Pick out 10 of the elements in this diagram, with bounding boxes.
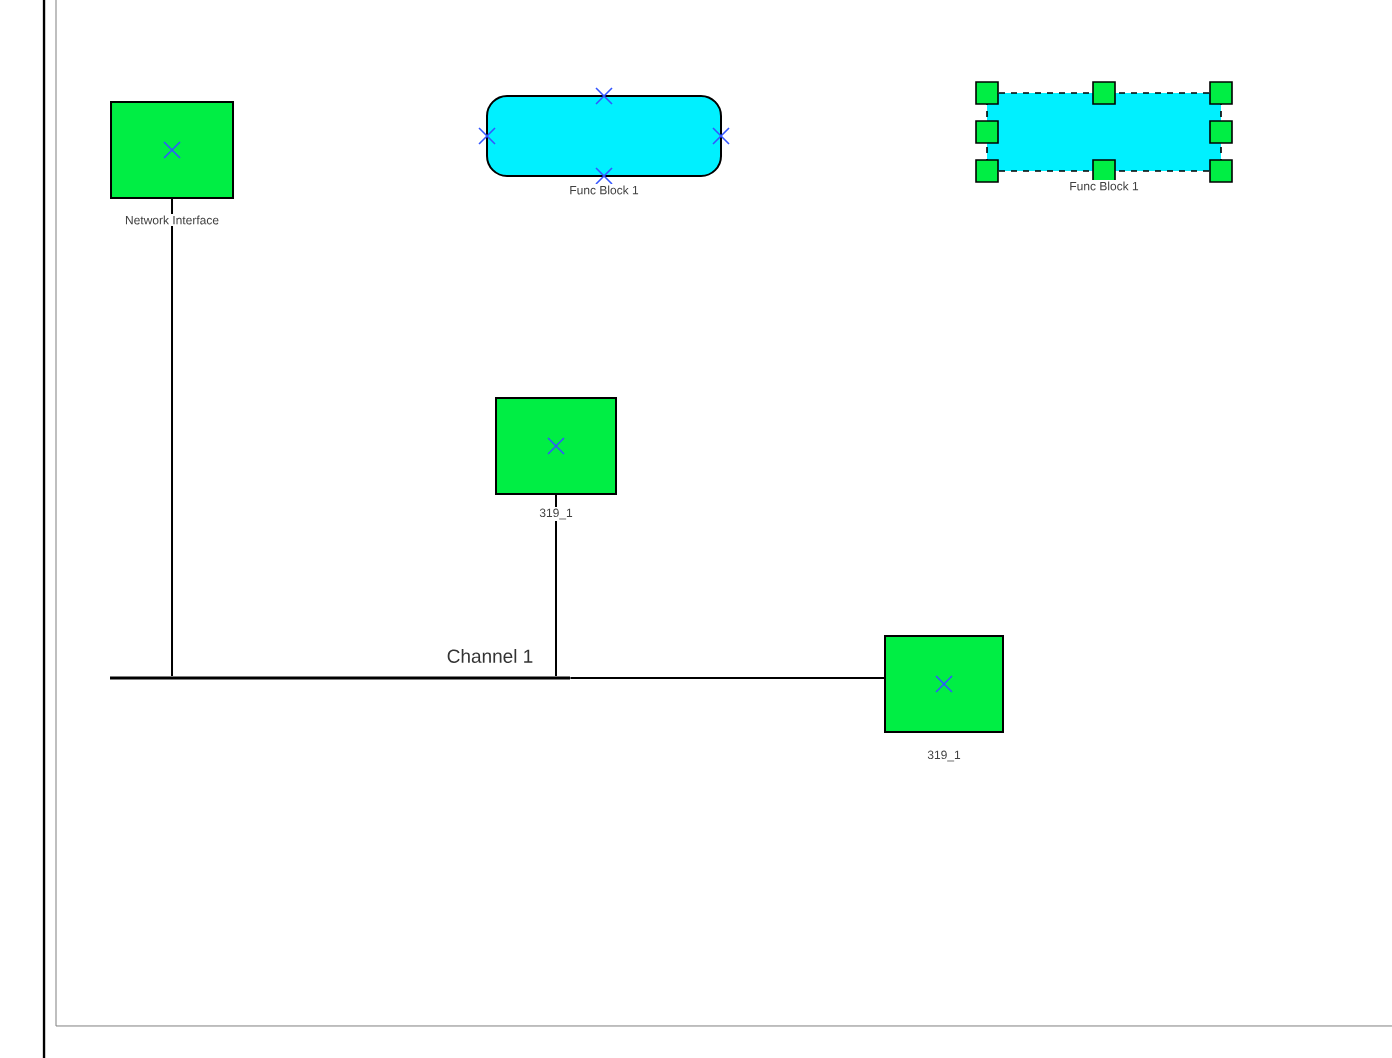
- function-block: [486, 95, 722, 177]
- connector-line: [555, 494, 557, 677]
- device-box: [884, 635, 1004, 733]
- device-box: [495, 397, 617, 495]
- connector-line: [171, 198, 173, 677]
- channel-label: Channel 1: [445, 647, 535, 665]
- channel-line: [110, 676, 570, 680]
- device-box: [986, 92, 1222, 172]
- device-box: [110, 101, 234, 199]
- connector-line: [569, 677, 885, 679]
